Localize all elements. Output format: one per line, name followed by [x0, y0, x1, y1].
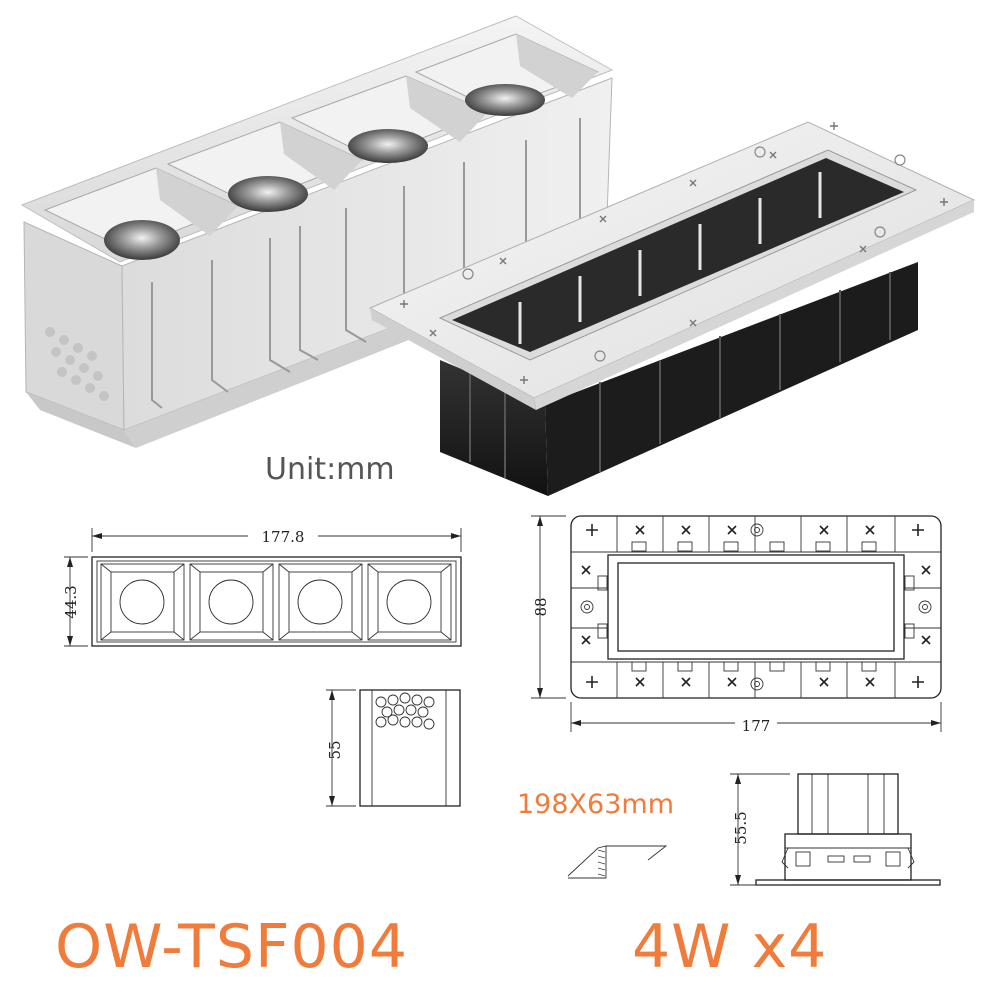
unit-label: Unit:mm: [265, 452, 395, 487]
model-number: OW-TSF004: [55, 912, 409, 982]
cutout-size-label: 198X63mm: [517, 789, 674, 820]
top-width-dim: 177: [742, 717, 771, 735]
top-view-drawing: [531, 515, 942, 732]
front-width-dim: 177.8: [262, 528, 305, 546]
side-height-dim: 55: [326, 740, 344, 759]
profile-height-dim: 55.5: [732, 811, 750, 844]
fixture-render: [20, 15, 614, 448]
fixture-cell: [166, 121, 364, 212]
front-view-drawing: [64, 528, 462, 647]
side-view-drawing: [326, 689, 461, 807]
fixture-cell: [43, 167, 240, 260]
top-height-dim: 88: [532, 597, 550, 616]
frame-render: [368, 121, 976, 496]
profile-view-drawing: [730, 773, 941, 886]
vent-holes: [45, 327, 109, 401]
front-height-dim: 44.3: [62, 585, 80, 618]
cutout-symbol: [567, 845, 668, 879]
fixture-cell: [414, 33, 600, 116]
fixture-cell: [290, 75, 490, 163]
power-rating: 4W x4: [632, 912, 828, 982]
